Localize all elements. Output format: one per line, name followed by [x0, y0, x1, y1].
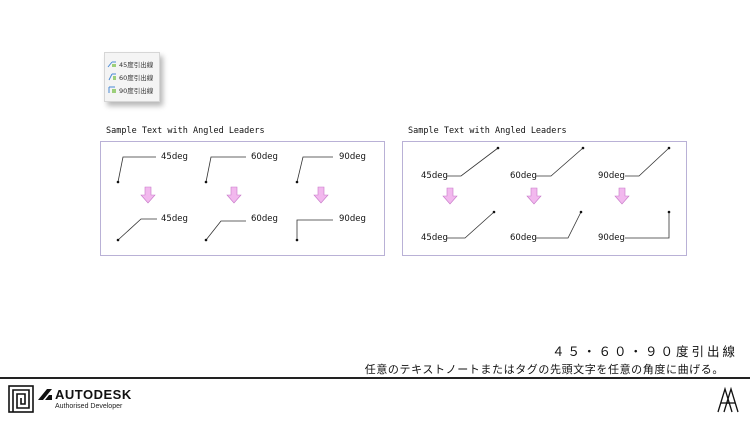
leader-45-icon: [107, 61, 116, 68]
leader-label: 45deg: [421, 233, 448, 243]
leader-label: 60deg: [510, 171, 537, 181]
leader-line: [625, 212, 670, 239]
leader-line: [447, 147, 499, 177]
leader-endpoint: [579, 210, 583, 214]
leader-line: [296, 219, 333, 240]
menu-item-label: 45度引出線: [119, 60, 154, 69]
leader-endpoint: [295, 238, 299, 242]
leader-label: 90deg: [339, 152, 366, 162]
leader-60-icon: [108, 73, 116, 81]
leader-line: [447, 211, 495, 239]
leader-endpoint: [295, 180, 299, 184]
leader-line: [205, 220, 246, 241]
leader-endpoint: [204, 238, 208, 242]
menu-item-45[interactable]: 45度引出線: [107, 57, 153, 70]
leader-label: 90deg: [339, 214, 366, 224]
leader-label: 45deg: [161, 152, 188, 162]
leader-line: [117, 218, 157, 241]
leader-line: [536, 147, 584, 177]
maze-logo-icon: [8, 385, 34, 413]
left-panel-title: Sample Text with Angled Leaders: [106, 126, 265, 136]
menu-item-label: 90度引出線: [119, 86, 154, 95]
down-arrow-icon: [526, 187, 542, 205]
autodesk-logo-icon: [38, 389, 52, 400]
leader-line: [205, 156, 246, 183]
autodesk-brand: AUTODESK Authorised Developer: [38, 387, 132, 410]
leader-menu-panel: 45度引出線 60度引出線 90度引出線: [104, 52, 160, 102]
leader-label: 60deg: [251, 152, 278, 162]
left-leaders-drawing: [116, 156, 333, 242]
leader-endpoint: [667, 210, 671, 214]
right-leaders-drawing: [442, 146, 671, 239]
feature-title: ４５・６０・９０度引出線: [551, 344, 738, 359]
leader-line: [625, 147, 670, 177]
leader-line: [296, 156, 333, 183]
right-sample-panel: 45deg 60deg 90deg 45deg 60deg 90deg: [402, 141, 687, 256]
leader-label: 90deg: [598, 171, 625, 181]
monogram-logo-icon: [717, 386, 739, 413]
menu-item-label: 60度引出線: [119, 73, 154, 82]
leader-line: [536, 211, 582, 239]
menu-item-60[interactable]: 60度引出線: [107, 70, 153, 83]
right-panel-title: Sample Text with Angled Leaders: [408, 126, 567, 136]
leader-endpoint: [492, 210, 496, 214]
left-sample-panel: 45deg 60deg 90deg 45deg 60deg 90deg: [100, 141, 385, 256]
down-arrow-icon: [442, 187, 458, 205]
leader-line: [117, 156, 156, 183]
leader-label: 90deg: [598, 233, 625, 243]
leader-label: 45deg: [161, 214, 188, 224]
leader-endpoint: [204, 180, 208, 184]
leader-90-icon: [108, 86, 116, 93]
leader-label: 60deg: [510, 233, 537, 243]
down-arrow-icon: [140, 186, 156, 204]
footer-divider: [0, 377, 750, 379]
leader-endpoint: [581, 146, 585, 150]
feature-description: 任意のテキストノートまたはタグの先頭文字を任意の角度に曲げる。: [364, 363, 724, 376]
leader-label: 45deg: [421, 171, 448, 181]
leader-endpoint: [667, 146, 671, 150]
leader-label: 60deg: [251, 214, 278, 224]
down-arrow-icon: [614, 187, 630, 205]
leader-endpoint: [116, 238, 120, 242]
menu-item-90[interactable]: 90度引出線: [107, 83, 153, 96]
leader-endpoint: [116, 180, 120, 184]
brand-subtitle: Authorised Developer: [55, 403, 123, 410]
down-arrow-icon: [313, 186, 329, 204]
down-arrow-icon: [226, 186, 242, 204]
brand-name: AUTODESK: [55, 387, 132, 402]
leader-endpoint: [496, 146, 500, 150]
